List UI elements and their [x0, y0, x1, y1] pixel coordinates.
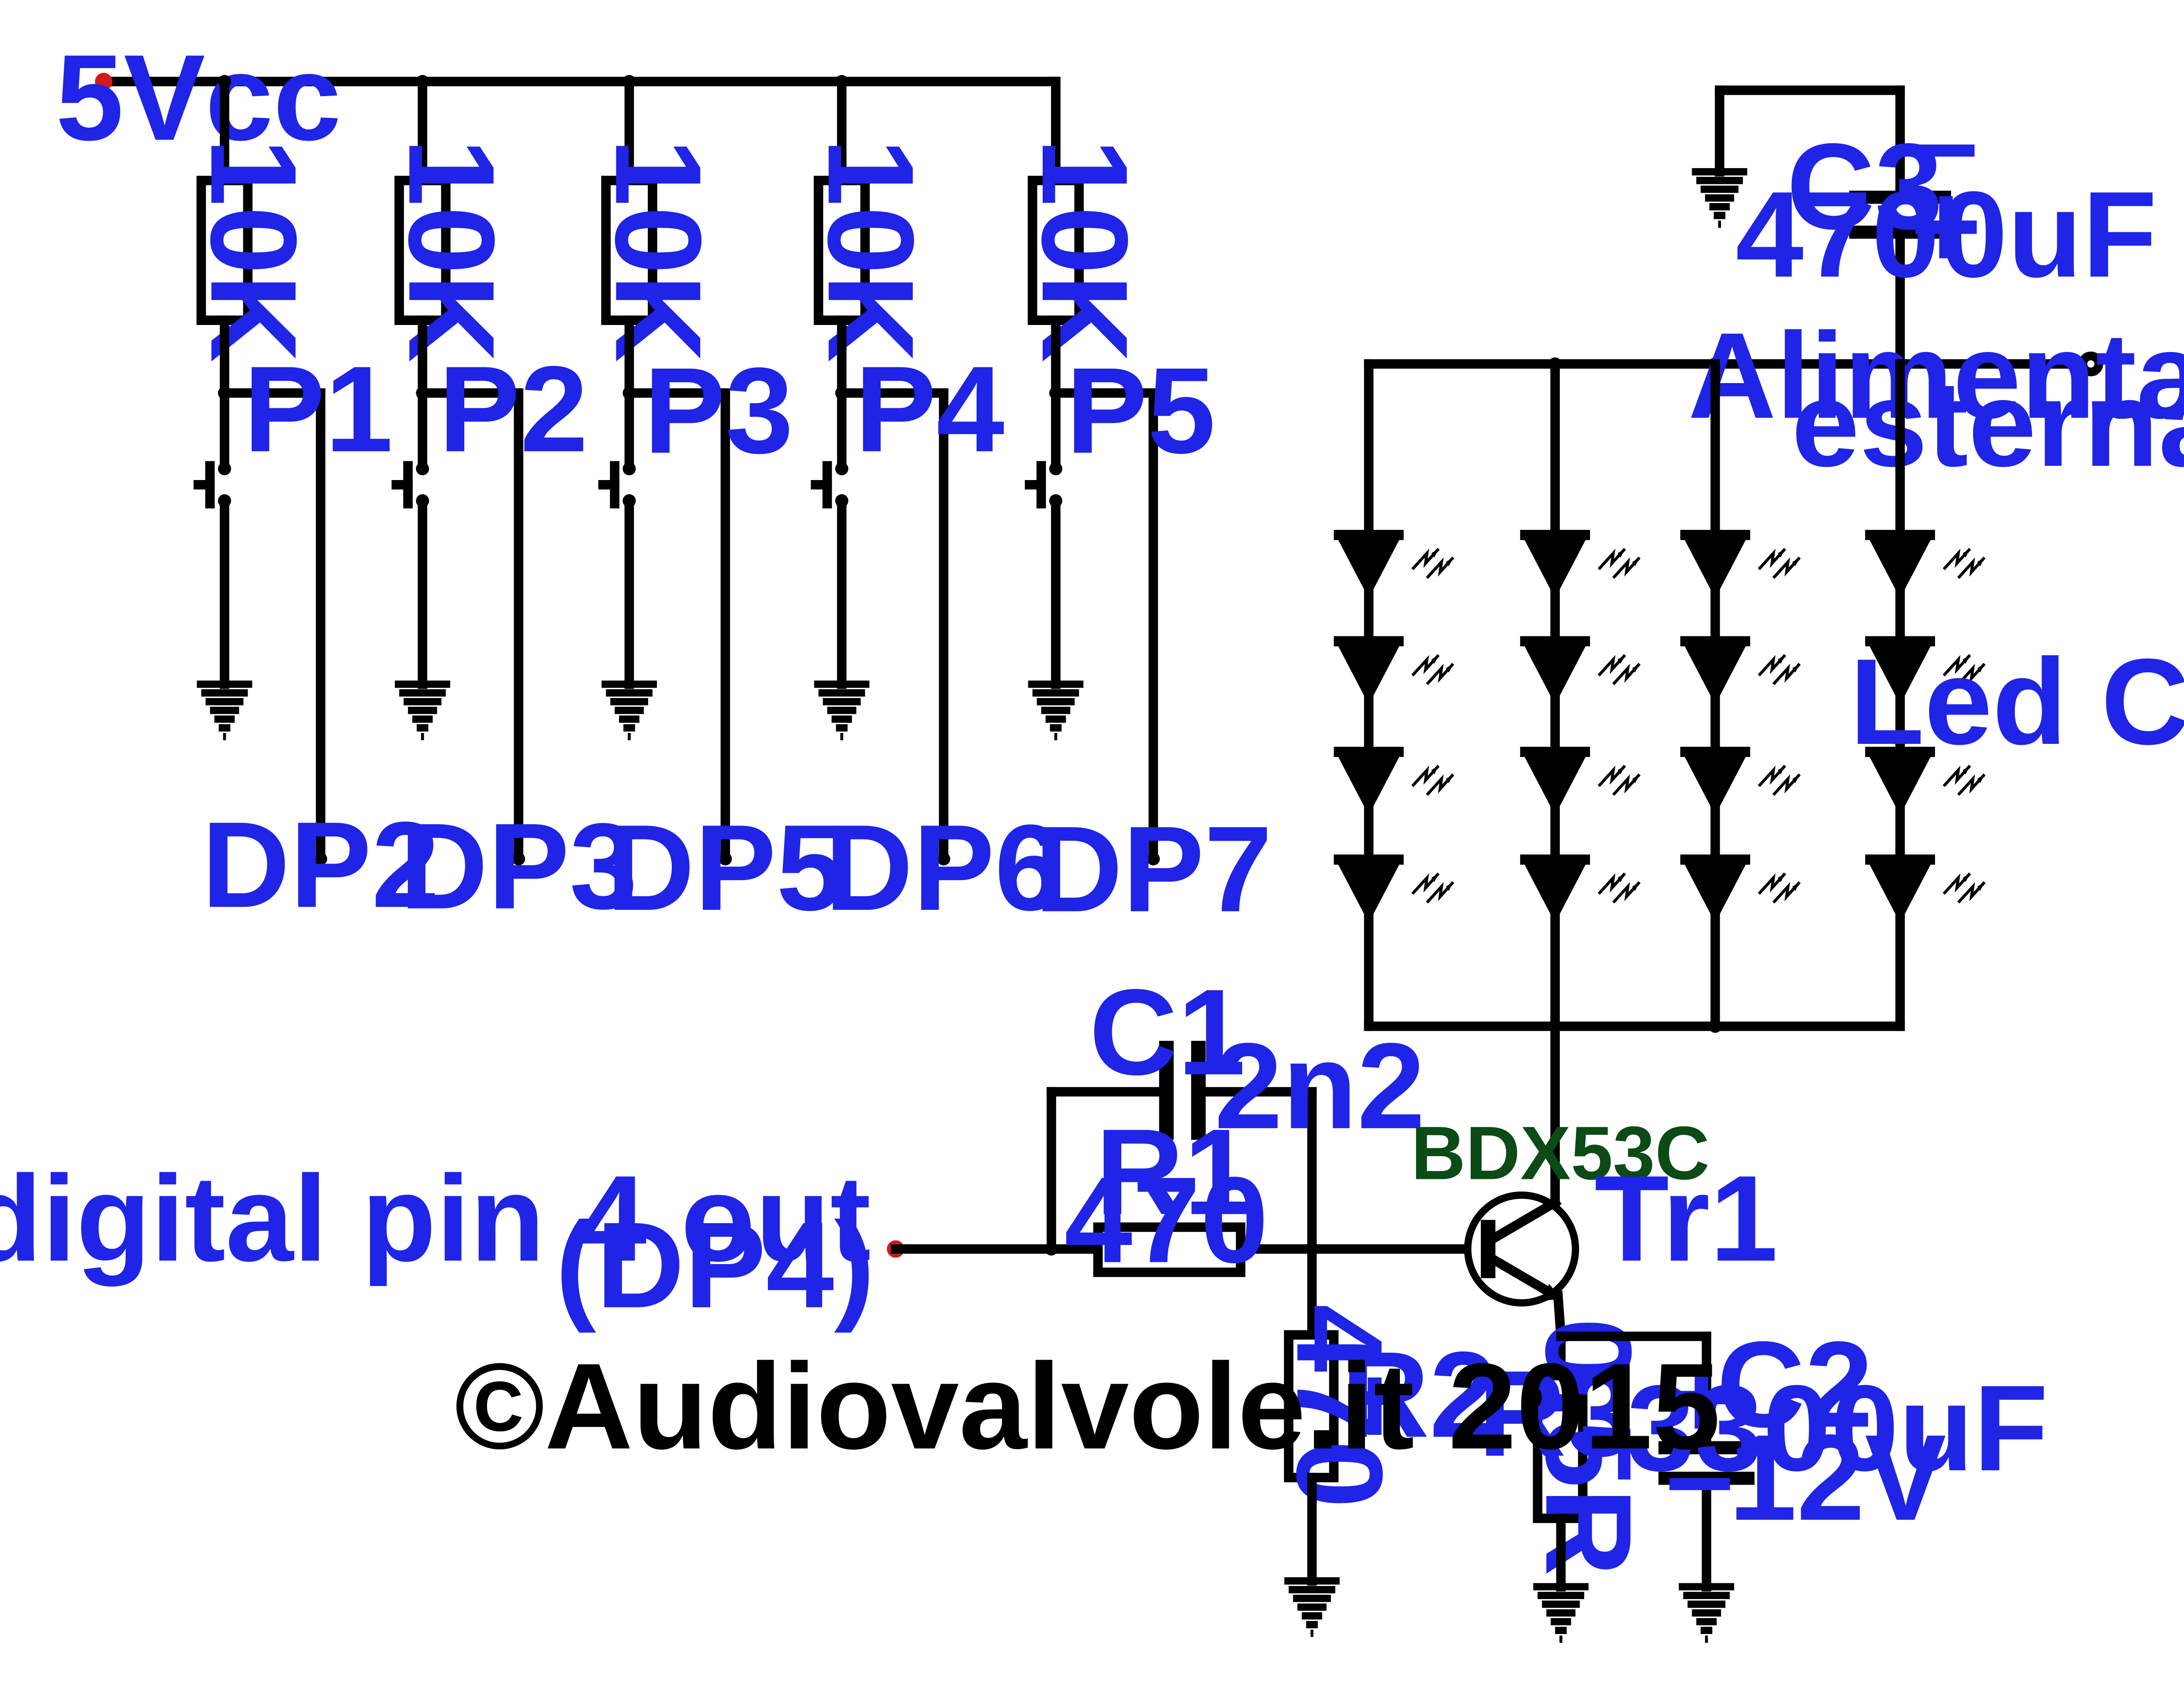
transistor-name: Tr1: [1594, 1151, 1778, 1287]
pin-label-4: DP6: [825, 800, 1063, 936]
supply-bus: 5Vcc: [55, 30, 1061, 166]
led-icon: [1520, 636, 1639, 705]
pin-terminal-2: [512, 852, 525, 866]
ground-icon: [814, 684, 870, 736]
led-array-label: Led COB: [1849, 634, 2184, 770]
r3-name: R3: [1478, 1346, 1635, 1482]
c1-value: 2n2: [1214, 1018, 1425, 1154]
c3-name: C3: [1787, 118, 1943, 255]
pin-terminal-4: [937, 852, 950, 866]
r3-value: 0.5R: [1520, 1318, 1656, 1576]
r1-value: 470: [1064, 1152, 1268, 1289]
led-icon: [1680, 854, 1800, 923]
c2-voltage: 12V: [1729, 1410, 1947, 1546]
led-column-2: [1520, 530, 1639, 923]
external-supply-line1: Alimentazione: [1688, 308, 2184, 444]
pin-label-2: DP3: [400, 798, 638, 935]
pin-label-3: DP5: [606, 800, 844, 936]
copyright-notice: ©Audiovalvole.it 2015: [455, 1338, 1721, 1475]
led-icon: [1680, 530, 1800, 598]
external-supply-terminal: [2078, 351, 2103, 377]
transistor-tr1: BDX53C Tr1: [1411, 1021, 1778, 1343]
button-label-3: P3: [644, 342, 793, 479]
pin-terminal-3: [719, 852, 732, 866]
led-icon: [1520, 854, 1639, 923]
input-line2: (DP4): [556, 1197, 875, 1334]
c2-minus-sign: –: [1666, 1407, 1734, 1543]
ground-icon: [601, 684, 657, 736]
input-node: digital pin 4 out (DP4): [0, 1151, 1103, 1334]
led-icon: [1680, 747, 1800, 815]
button-label-4: P4: [855, 341, 1005, 477]
led-icon: [1520, 747, 1639, 815]
pin-terminal-5: [1147, 852, 1160, 866]
r1-resistor: R1 470: [1064, 1104, 1486, 1289]
pullup-resistor-2-value: 10K: [383, 138, 519, 363]
button-label-2: P2: [439, 341, 588, 477]
supply-label: 5Vcc: [55, 30, 341, 166]
external-supply: Alimentazione esterna (+): [1364, 308, 2184, 493]
led-icon: [1865, 854, 1984, 923]
r2-value: 470: [1271, 1304, 1407, 1508]
c1-capacitor: C1 2n2: [1047, 964, 1425, 1254]
button-label-1: P1: [243, 341, 393, 477]
c3-plus-sign: +: [1910, 158, 1982, 294]
pin-label-5: DP7: [1034, 801, 1272, 937]
button-branch-2: 10K DP3 P2: [383, 75, 638, 935]
input-line1: digital pin 4 out: [0, 1151, 871, 1287]
pin-label-1: DP2: [202, 797, 440, 933]
ground-icon: [1533, 1587, 1589, 1639]
led-icon: [1334, 530, 1453, 598]
c2-value: 3300uF: [1627, 1360, 2048, 1496]
c2-name: C2: [1717, 1316, 1873, 1453]
ground-icon: [197, 684, 252, 736]
ground-icon: [1679, 1587, 1734, 1639]
pullup-resistor-4-value: 10K: [802, 138, 939, 363]
ground-icon: [1284, 1581, 1340, 1633]
c1-name: C1: [1089, 964, 1246, 1101]
c2-plus-sign: +: [1666, 1328, 1737, 1465]
c3-value: 4700uF: [1735, 166, 2157, 303]
button-branch-1: 10K DP2 P1: [185, 75, 439, 933]
external-supply-line2: esterna (+): [1791, 356, 2184, 492]
led-icon: [1334, 854, 1453, 923]
pullup-resistor-4: [813, 176, 870, 325]
c2-capacitor: + – C2 3300uF 12V: [1556, 1316, 2048, 1639]
ground-icon: [1028, 684, 1084, 736]
ground-icon: [395, 684, 450, 736]
led-icon: [1334, 636, 1453, 705]
pin-terminal-1: [314, 852, 327, 866]
pullup-resistor-1-value: 10K: [185, 138, 321, 363]
r1-name: R1: [1095, 1104, 1252, 1240]
led-icon: [1520, 530, 1639, 598]
button-branch-3: 10K DP5 P3: [590, 75, 844, 936]
r2-resistor: 470 R2: [1271, 1244, 1497, 1634]
r2-name: R2: [1341, 1327, 1497, 1463]
led-column-3: [1680, 530, 1800, 923]
transistor-part: BDX53C: [1411, 1111, 1710, 1195]
pullup-resistor-3-value: 10K: [590, 138, 726, 363]
led-icon: [1680, 636, 1800, 705]
button-label-5: P5: [1066, 342, 1215, 479]
pullup-resistor-5-value: 10K: [1016, 138, 1153, 363]
button-branch-5: 10K DP7 P5: [1016, 76, 1272, 937]
supply-terminal: [95, 73, 113, 90]
c3-capacitor: – + C3 4700uF: [1692, 73, 2157, 369]
led-icon: [1865, 530, 1984, 598]
led-icon: [1334, 747, 1453, 815]
led-column-1: [1334, 530, 1453, 923]
c3-minus-sign: –: [1910, 73, 1978, 210]
r3-resistor: 0.5R R3: [1478, 1318, 1656, 1639]
button-branch-4: 10K DP6 P4: [802, 75, 1063, 936]
